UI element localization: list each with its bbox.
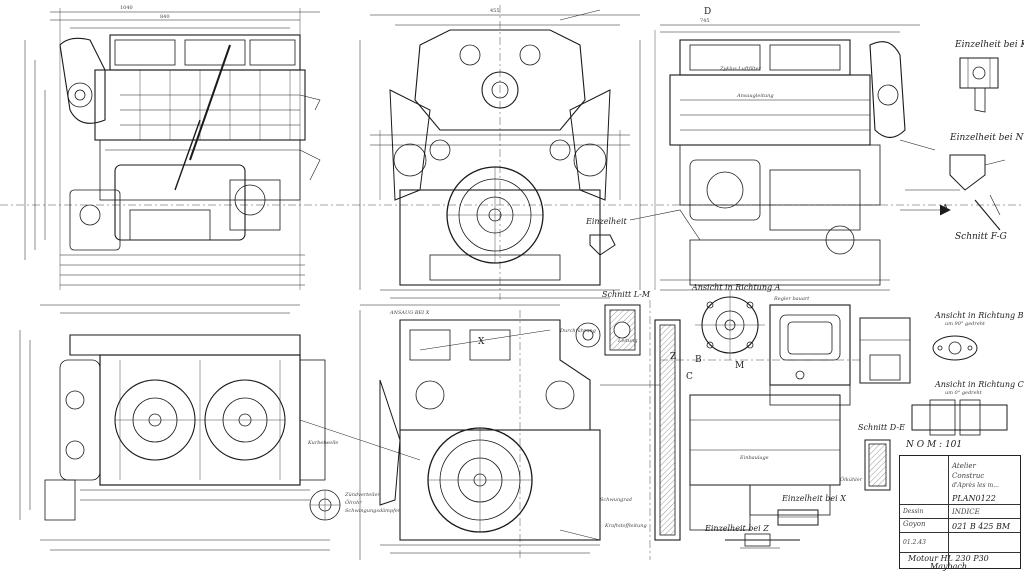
label-schnitt-lm: Schnitt L-M	[602, 290, 651, 299]
detail-regler	[769, 304, 911, 406]
label-schnitt-fg: Schnitt F-G	[955, 232, 1007, 242]
title-block: Atelier Construc d'Après les m... PLAN01…	[899, 455, 1021, 571]
tb-atelier: Atelier	[952, 462, 976, 470]
tb-plan: PLAN0122	[952, 494, 996, 503]
tb-author: Goyon	[903, 520, 926, 528]
view-side-top-right	[629, 24, 960, 291]
tb-drawn-by: Dessin	[903, 508, 924, 515]
dim-1040: 1040	[120, 5, 133, 11]
detail-ansicht-bc	[911, 335, 1008, 436]
tb-indice: INDICE	[952, 508, 980, 516]
label-einzelheit-k: Einzelheit bei K	[955, 40, 1024, 50]
label-ansaug: Ansaugleitung	[737, 93, 774, 99]
label-letter-b: B	[695, 355, 702, 365]
label-letter-m: M	[735, 361, 745, 371]
label-kurbel: Kurbelwelle	[308, 440, 339, 446]
detail-k	[959, 57, 999, 113]
label-letter-x: X	[478, 337, 485, 347]
detail-schnitt-lm	[604, 304, 641, 356]
label-ansicht-c: Ansicht in Richtung C	[935, 380, 1024, 389]
label-letter-a: A	[942, 204, 949, 214]
label-schwingungsd: Schwingungsdämpfer	[345, 508, 401, 514]
tb-date-line: d'Après les m...	[952, 482, 999, 489]
label-kraftstoff: Kraftstoffleitung	[605, 523, 647, 529]
label-ansicht-b: Ansicht in Richtung B	[935, 311, 1024, 320]
label-einbaulage: Einbaulage	[740, 455, 769, 461]
detail-einzelheit-small	[589, 234, 616, 275]
label-leitung: Leitung	[618, 338, 638, 344]
label-zuendverteiler: Zündverteiler	[345, 492, 380, 498]
view-rear-bottom-center	[299, 304, 601, 560]
label-zyklus: Zyklus Luftfilter	[720, 66, 761, 72]
label-schwungrad: Schwungrad	[600, 497, 632, 503]
label-olrohr: Ölrohr	[345, 500, 362, 506]
tb-maker: Maybach	[930, 562, 968, 571]
detail-ansicht-a	[695, 290, 765, 360]
label-einzelheit-n: Einzelheit bei N	[950, 133, 1024, 143]
label-ansicht-b-note: um 90° gedreht	[945, 321, 985, 327]
view-side-top-left	[0, 8, 1024, 290]
view-section-bottom	[600, 300, 860, 560]
label-nom: N O M : 101	[906, 440, 963, 450]
label-einzelheit-x: Einzelheit bei X	[782, 494, 846, 503]
detail-schnitt-de	[864, 439, 891, 491]
dim-745: 745	[700, 18, 710, 24]
label-regler: Regler bauart	[774, 296, 810, 302]
tb-ref: 021 B 425 BM	[952, 522, 1011, 531]
label-letter-c: C	[686, 372, 693, 382]
detail-n	[949, 154, 1006, 231]
label-schnitt-de: Schnitt D-E	[858, 423, 905, 432]
label-letter-d: D	[704, 7, 712, 17]
label-einzelheit: Einzelheit	[586, 217, 627, 226]
tb-date: 01.2.43	[903, 539, 926, 546]
label-letter-z: Z	[670, 352, 677, 362]
detail-xz	[725, 509, 819, 549]
tb-constru: Construc	[952, 472, 985, 480]
label-einzelheit-z: Einzelheit bei Z	[705, 524, 769, 533]
label-olkuhler: Ölkühler	[840, 477, 863, 483]
view-top-bottom-left	[19, 304, 341, 551]
label-ansicht-c-note: um 0° gedreht	[945, 390, 982, 396]
label-ansaug-x: ANSAUG BEI X	[390, 310, 430, 316]
tb-engine: Motour HL 230 P30	[908, 554, 989, 563]
dim-840: 840	[160, 14, 170, 20]
label-durchl: Durchführung	[560, 328, 596, 334]
view-front-top-center	[359, 5, 641, 300]
dim-455: 455	[490, 8, 500, 14]
label-ansicht-a: Ansicht in Richtung A	[692, 283, 781, 292]
